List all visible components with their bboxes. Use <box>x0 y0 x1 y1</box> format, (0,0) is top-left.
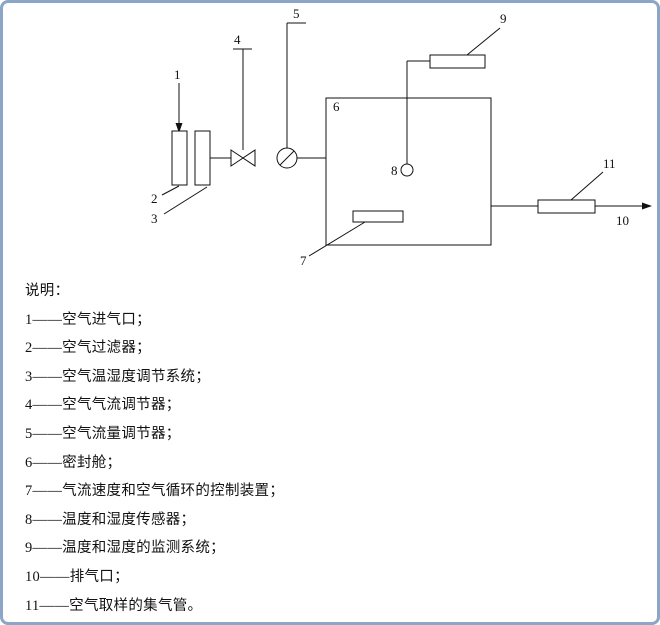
label-2: 2 <box>151 191 158 206</box>
air-filter-symbol <box>171 130 188 186</box>
outlet-arrowhead-icon <box>642 202 652 210</box>
label-8: 8 <box>391 163 398 178</box>
legend-item-7: 7——气流速度和空气循环的控制装置； <box>25 483 285 500</box>
legend-item-2: 2——空气过滤器； <box>25 340 151 357</box>
sensor-symbol <box>400 163 414 177</box>
air-inlet: 1 <box>174 67 183 133</box>
legend-item-8: 8——温度和湿度传感器； <box>25 511 196 528</box>
flow-valve: 4 <box>230 32 256 167</box>
label-5: 5 <box>293 6 300 21</box>
legend-item-11: 11——空气取样的集气管。 <box>25 597 203 614</box>
label-11: 11 <box>603 156 616 171</box>
inlet-arrowhead-icon <box>175 123 183 133</box>
label-6: 6 <box>333 99 340 114</box>
legend-item-3: 3——空气温湿度调节系统； <box>25 368 211 385</box>
label-9: 9 <box>500 11 507 26</box>
label-7: 7 <box>300 253 307 268</box>
leader-7 <box>308 221 366 257</box>
monitoring-system-symbol <box>429 54 486 69</box>
sampling-manifold-symbol <box>537 199 596 214</box>
leader-2 <box>161 185 180 196</box>
legend-item-1: 1——空气进气口； <box>25 311 151 328</box>
circulation-control: 7 <box>300 210 404 268</box>
label-1: 1 <box>174 67 181 82</box>
control-device-symbol <box>352 210 404 223</box>
valve-symbol-right <box>242 149 256 167</box>
leader-3 <box>163 186 208 215</box>
leader-9 <box>466 27 501 56</box>
label-4: 4 <box>234 32 241 47</box>
legend-item-9: 9——温度和湿度的监测系统； <box>25 540 225 557</box>
temp-humidity-conditioner-symbol <box>194 130 211 186</box>
legend-item-4: 4——空气气流调节器； <box>25 397 181 414</box>
airflow-schematic-diagram: 1 2 3 4 5 <box>151 6 652 268</box>
leader-11 <box>570 171 604 201</box>
valve-symbol-left <box>230 149 244 167</box>
flowmeter: 5 <box>276 6 326 169</box>
sensor-and-monitor: 8 9 <box>391 11 507 178</box>
legend-title: 说明： <box>25 283 70 299</box>
legend-item-5: 5——空气流量调节器； <box>25 425 181 442</box>
air-filter-and-conditioner: 2 3 <box>151 130 231 226</box>
label-10: 10 <box>616 213 629 228</box>
label-3: 3 <box>151 211 158 226</box>
legend-item-6: 6——密封舱； <box>25 454 122 471</box>
outlet-and-sampler: 11 10 <box>491 156 652 228</box>
legend-item-10: 10——排气口； <box>25 568 129 585</box>
legend: 说明： 1——空气进气口； 2——空气过滤器； 3——空气温湿度调节系统； 4—… <box>25 277 635 620</box>
